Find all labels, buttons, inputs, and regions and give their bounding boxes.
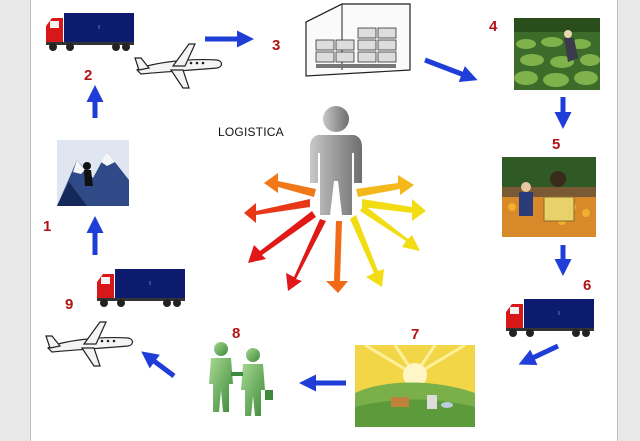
step-number-3: 3 [272,37,281,54]
step-number-7: 7 [411,326,420,343]
truck-icon [504,298,596,338]
warehouse-icon [302,0,412,78]
step-number-2: 2 [84,67,93,84]
truck-icon [44,12,136,52]
step-number-4: 4 [489,18,498,35]
farm-field-icon [514,18,600,90]
business-people-icon [203,340,275,418]
arrow-8-to-9 [141,351,176,378]
radial-arrows [244,173,426,293]
step-number-5: 5 [552,136,561,153]
step-number-6: 6 [583,277,592,294]
mountain-climber-icon [57,140,129,206]
sunrise-landscape-icon [355,345,475,427]
airplane-icon [133,40,225,92]
airplane-icon [44,318,136,370]
step-number-8: 8 [232,325,241,342]
harvest-crates-icon [502,157,596,237]
truck-icon [95,268,187,308]
diagram-title: LOGISTICA [218,125,284,139]
arrow-3-to-4 [424,57,478,83]
step-number-9: 9 [65,296,74,313]
arrow-6-to-7 [518,343,560,366]
step-number-1: 1 [43,218,52,235]
center-logistics-figure [238,103,434,293]
